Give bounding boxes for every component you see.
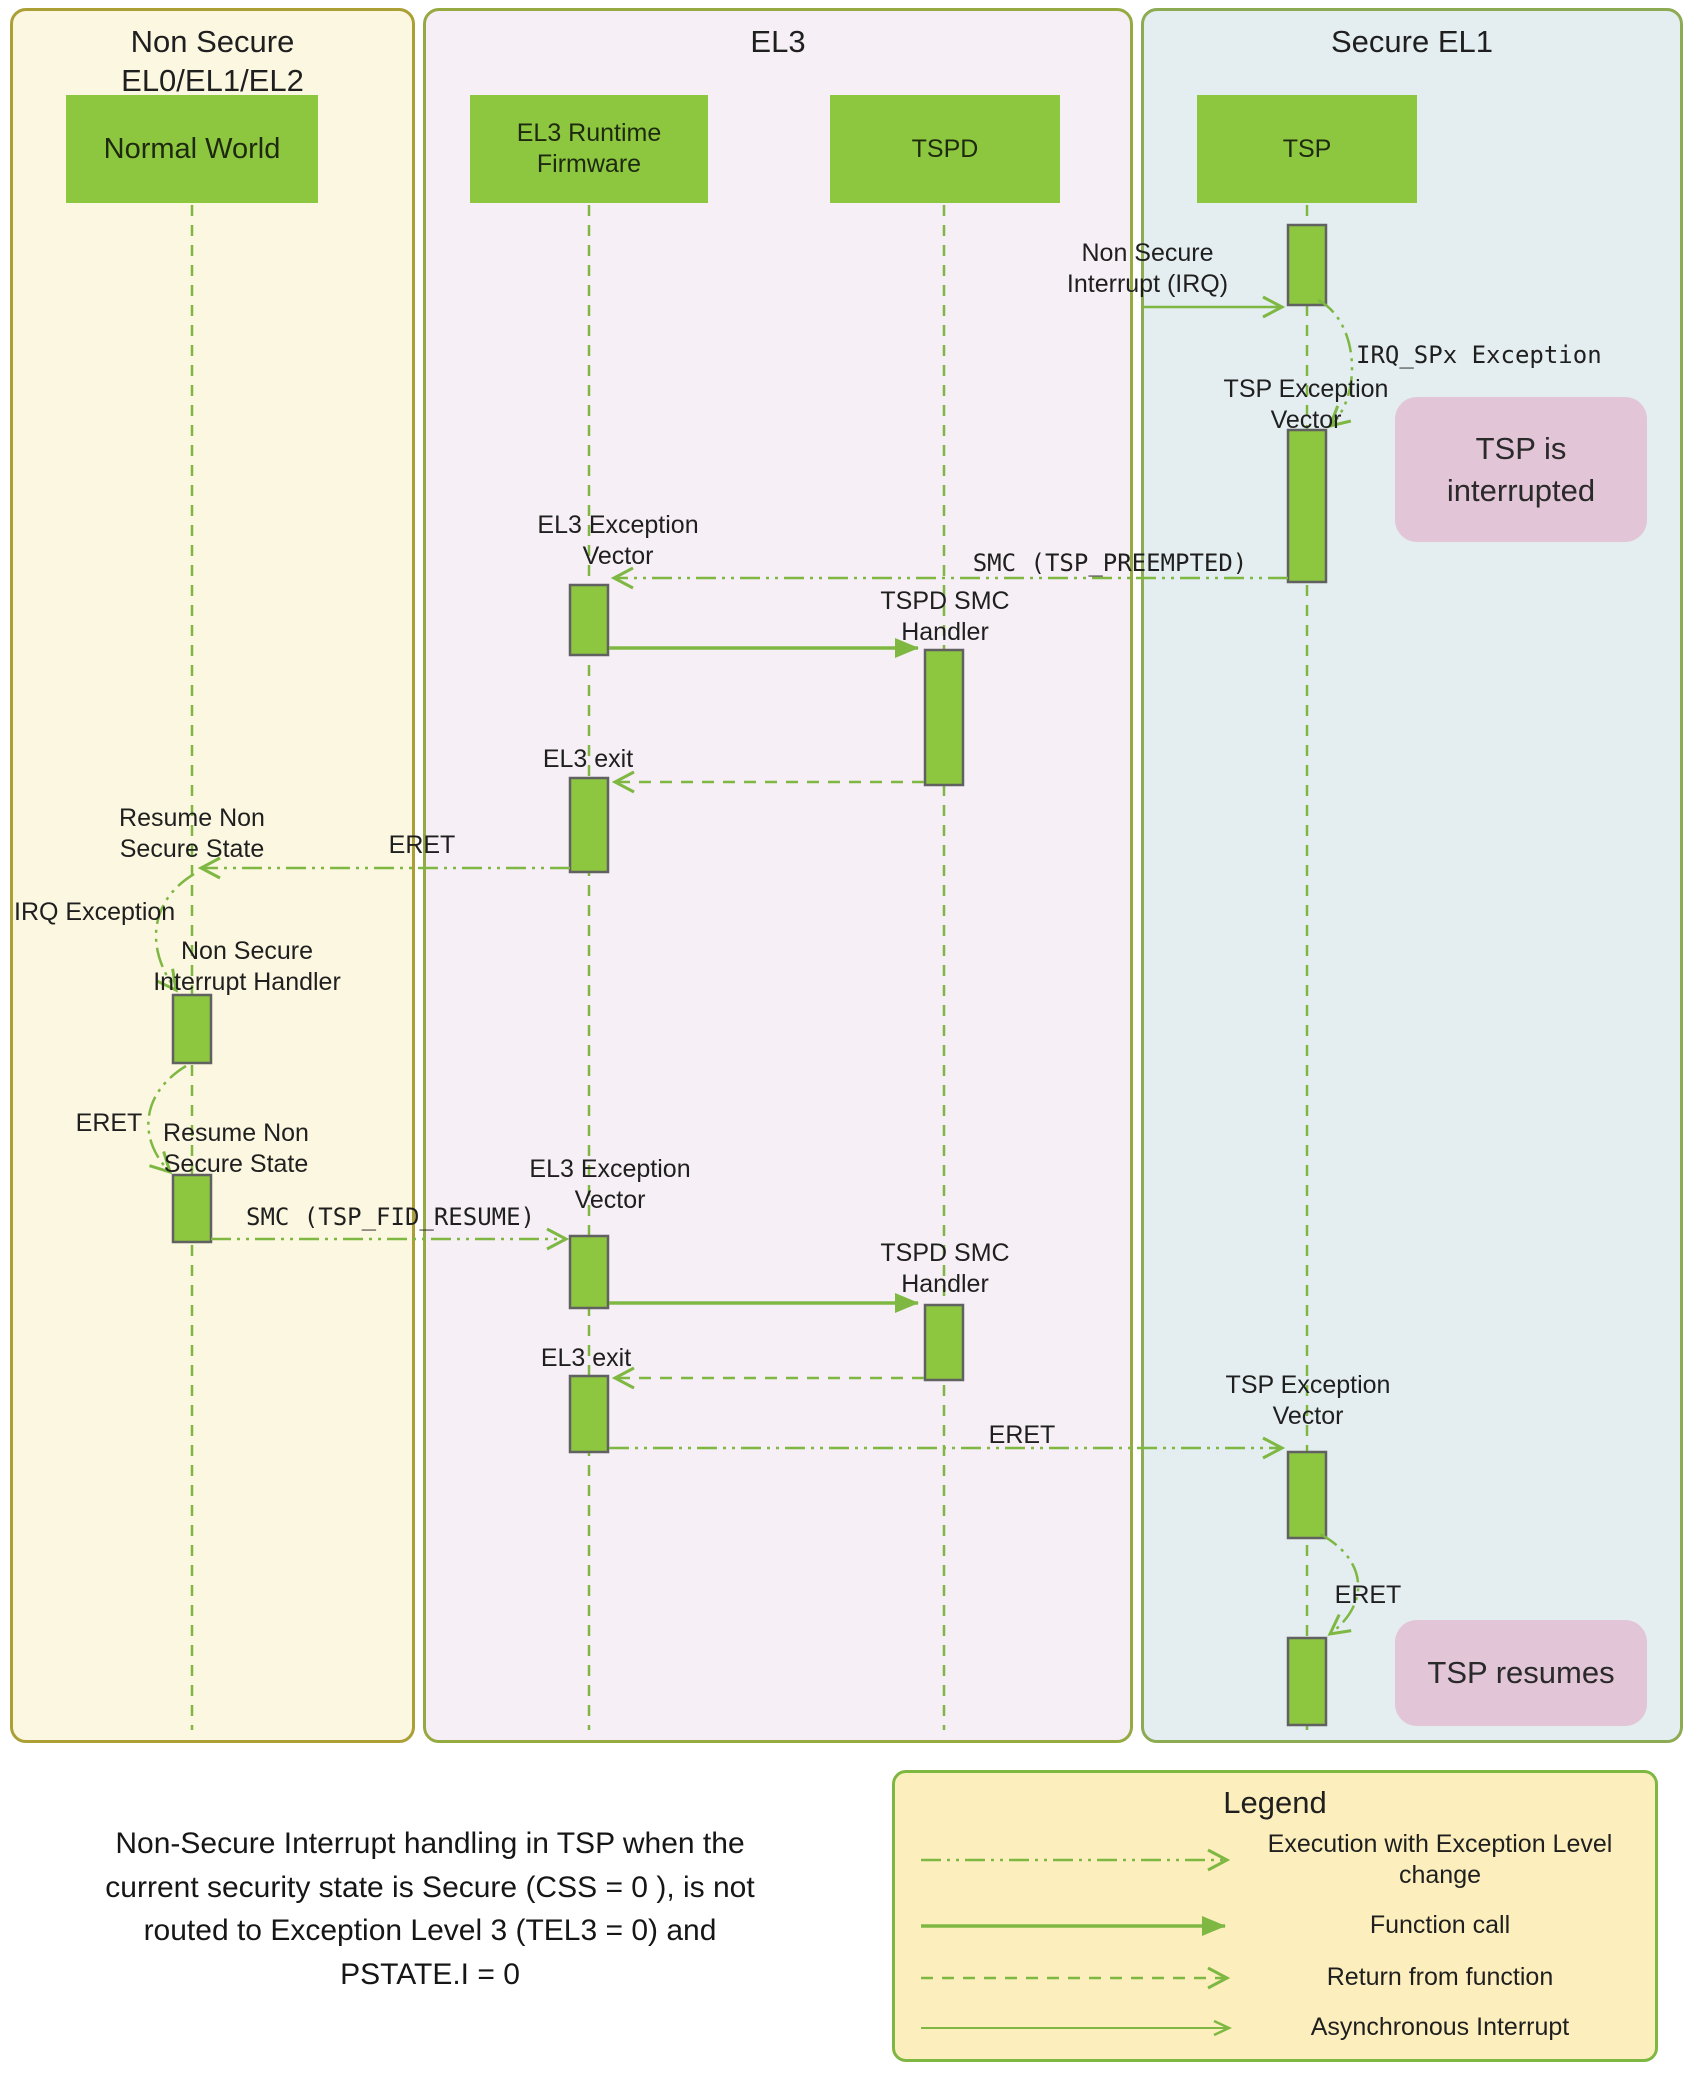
diagram-caption: Non-Secure Interrupt handling in TSP whe…	[105, 1827, 755, 1991]
actor-tsp-label: TSP	[1282, 134, 1332, 163]
label-tspd-smc-handler-2: TSPD SMC Handler	[880, 1239, 1010, 1299]
function-call-arrow-icon	[921, 1916, 1226, 1936]
label-smc-tsp-preempted: SMC (TSP_PREEMPTED)	[972, 549, 1248, 577]
label-el3-exit-2: EL3 exit	[540, 1344, 632, 1372]
label-eret-2: ERET	[75, 1109, 143, 1137]
lane-title-el3: EL3	[750, 24, 806, 59]
legend-label-asynchronous-interrupt: Asynchronous Interrupt	[1310, 2013, 1570, 2042]
legend-label-function-call: Function call	[1369, 1911, 1511, 1940]
label-el3-exit-1: EL3 exit	[542, 745, 634, 773]
label-el3-exception-vector-2: EL3 Exception Vector	[529, 1155, 691, 1215]
lane-title-non-secure: Non Secure EL0/EL1/EL2	[121, 24, 304, 98]
legend-row-exception-level-change: Execution with Exception Level change	[895, 1821, 1655, 1899]
label-eret-1: ERET	[388, 831, 456, 859]
label-tsp-exception-vector-2: TSP Exception Vector	[1225, 1371, 1391, 1431]
label-tsp-exception-vector-1: TSP Exception Vector	[1223, 375, 1389, 435]
note-tsp-resumes: TSP resumes	[1395, 1620, 1647, 1726]
label-ns-interrupt-handler: Non Secure Interrupt Handler	[153, 937, 341, 997]
note-tsp-is-interrupted: TSP is interrupted	[1395, 397, 1647, 542]
lane-el3: EL3	[423, 8, 1133, 1743]
actor-tsp: TSP	[1197, 95, 1417, 203]
legend-label-return-from-function: Return from function	[1326, 1963, 1554, 1992]
actor-el3-runtime-firmware-label: EL3 Runtime Firmware	[516, 118, 662, 178]
actor-normal-world-label: Normal World	[103, 132, 281, 165]
label-resume-non-secure-state-1: Resume Non Secure State	[119, 804, 265, 864]
legend-label-exception-level-change: Execution with Exception Level change	[1267, 1829, 1613, 1889]
asynchronous-interrupt-arrow-icon	[921, 2019, 1232, 2037]
label-el3-exception-vector-1: EL3 Exception Vector	[537, 511, 699, 571]
legend-row-function-call: Function call	[895, 1899, 1655, 1953]
legend: Legend Execution with Exception Level ch…	[892, 1770, 1658, 2062]
legend-row-return-from-function: Return from function	[895, 1953, 1655, 2003]
actor-normal-world: Normal World	[66, 95, 318, 203]
lane-title-secure-el1: Secure EL1	[1331, 24, 1493, 59]
label-resume-non-secure-state-2: Resume Non Secure State	[163, 1119, 309, 1179]
lane-secure-el1: Secure EL1	[1141, 8, 1683, 1743]
label-eret-3: ERET	[988, 1421, 1056, 1449]
actor-tspd-label: TSPD	[911, 134, 979, 163]
lane-non-secure: Non Secure EL0/EL1/EL2	[10, 8, 415, 1743]
label-non-secure-interrupt: Non Secure Interrupt (IRQ)	[1066, 239, 1229, 299]
legend-title: Legend	[1223, 1785, 1327, 1820]
exception-level-change-arrow-icon	[921, 1848, 1231, 1872]
legend-row-asynchronous-interrupt: Asynchronous Interrupt	[895, 2003, 1655, 2053]
label-eret-4: ERET	[1334, 1581, 1402, 1609]
actor-tspd: TSPD	[830, 95, 1060, 203]
label-tspd-smc-handler-1: TSPD SMC Handler	[880, 587, 1010, 647]
label-irq-exception: IRQ Exception	[14, 898, 176, 926]
label-irq-spx-exception: IRQ_SPx Exception	[1356, 341, 1602, 369]
return-from-function-arrow-icon	[921, 1966, 1231, 1990]
actor-el3-runtime-firmware: EL3 Runtime Firmware	[470, 95, 708, 203]
label-smc-tsp-fid-resume: SMC (TSP_FID_RESUME)	[246, 1203, 535, 1231]
